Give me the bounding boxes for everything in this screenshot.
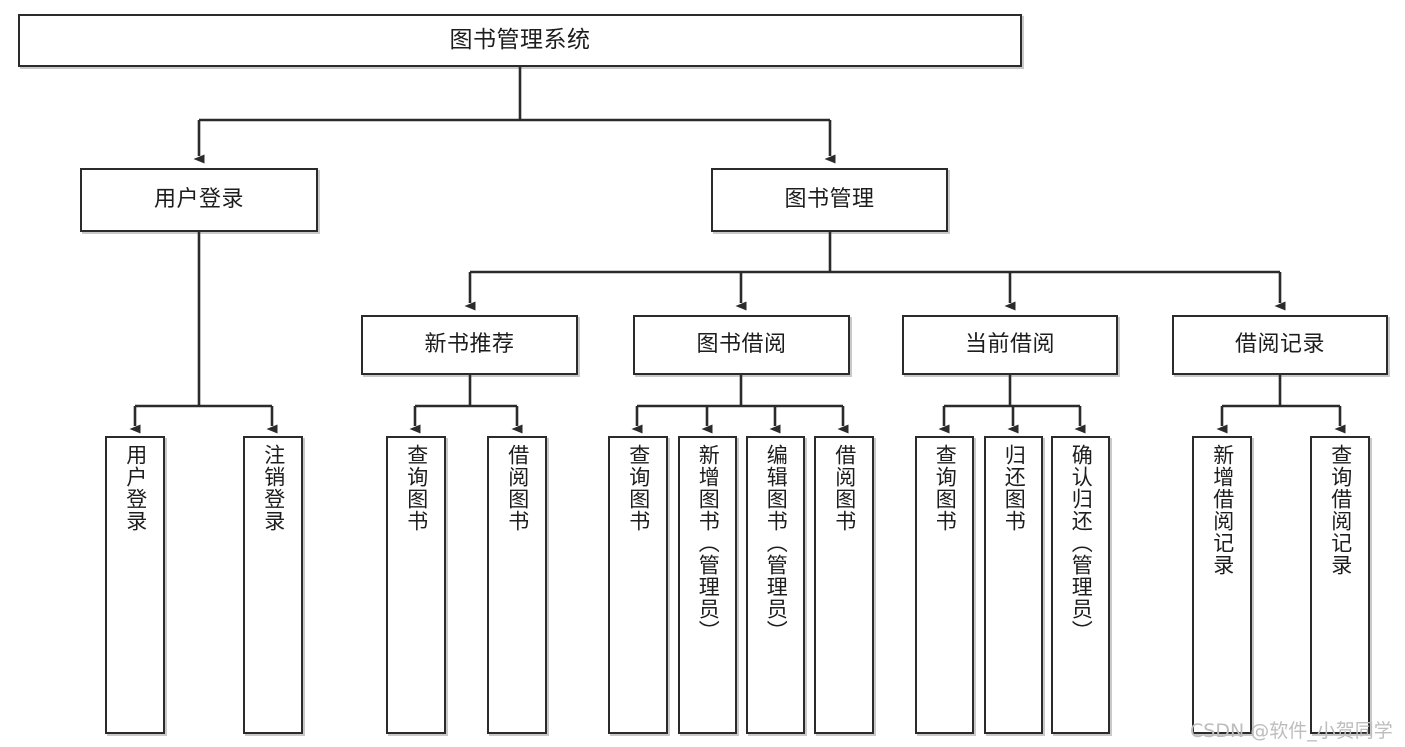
node-new-book-recommend[interactable]: 新书推荐 [361, 315, 578, 375]
node-label: 借阅图书 [832, 444, 857, 532]
leaf-borrow-book[interactable]: 借阅图书 [814, 436, 874, 734]
node-label: 图书管理系统 [449, 27, 591, 54]
leaf-edit-book-admin[interactable]: 编辑图书（管理员） [746, 436, 805, 734]
node-label: 查询借阅记录 [1328, 444, 1353, 576]
node-label: 归还图书 [1002, 444, 1027, 532]
node-label: 查询图书 [626, 444, 651, 532]
leaf-logout-login[interactable]: 注销登录 [243, 436, 303, 734]
node-book-borrow[interactable]: 图书借阅 [633, 315, 850, 375]
node-label: 查询图书 [404, 444, 429, 532]
node-label: 当前借阅 [964, 332, 1055, 358]
leaf-query-borrow-record[interactable]: 查询借阅记录 [1310, 436, 1370, 734]
node-label: 借阅记录 [1234, 332, 1325, 358]
leaf-query-book-current[interactable]: 查询图书 [915, 436, 974, 734]
node-borrow-record[interactable]: 借阅记录 [1172, 315, 1388, 375]
leaf-add-borrow-record[interactable]: 新增借阅记录 [1192, 436, 1252, 734]
node-label: 图书管理 [784, 187, 875, 213]
leaf-borrow-book-recommend[interactable]: 借阅图书 [487, 436, 547, 734]
node-user-login[interactable]: 用户登录 [80, 168, 318, 232]
node-label: 新增图书（管理员） [696, 444, 721, 642]
node-label: 新书推荐 [424, 332, 515, 358]
leaf-confirm-return-admin[interactable]: 确认归还（管理员） [1051, 436, 1110, 734]
node-label: 查询图书 [933, 444, 958, 532]
node-label: 新增借阅记录 [1210, 444, 1235, 576]
node-root-system[interactable]: 图书管理系统 [18, 14, 1022, 67]
node-label: 用户登录 [123, 444, 148, 532]
node-label: 用户登录 [153, 187, 244, 213]
node-book-management[interactable]: 图书管理 [711, 168, 948, 232]
leaf-add-book-admin[interactable]: 新增图书（管理员） [678, 436, 737, 734]
leaf-return-book[interactable]: 归还图书 [984, 436, 1043, 734]
node-label: 编辑图书（管理员） [764, 444, 789, 642]
csdn-watermark: CSDN @软件_小贺同学 [1190, 720, 1393, 742]
leaf-query-book-borrow[interactable]: 查询图书 [608, 436, 668, 734]
node-label: 图书借阅 [696, 332, 787, 358]
leaf-user-login[interactable]: 用户登录 [105, 436, 165, 734]
node-label: 注销登录 [261, 444, 286, 532]
node-current-borrow[interactable]: 当前借阅 [902, 315, 1118, 375]
node-label: 确认归还（管理员） [1069, 444, 1094, 642]
leaf-query-book-recommend[interactable]: 查询图书 [386, 436, 446, 734]
node-label: 借阅图书 [505, 444, 530, 532]
